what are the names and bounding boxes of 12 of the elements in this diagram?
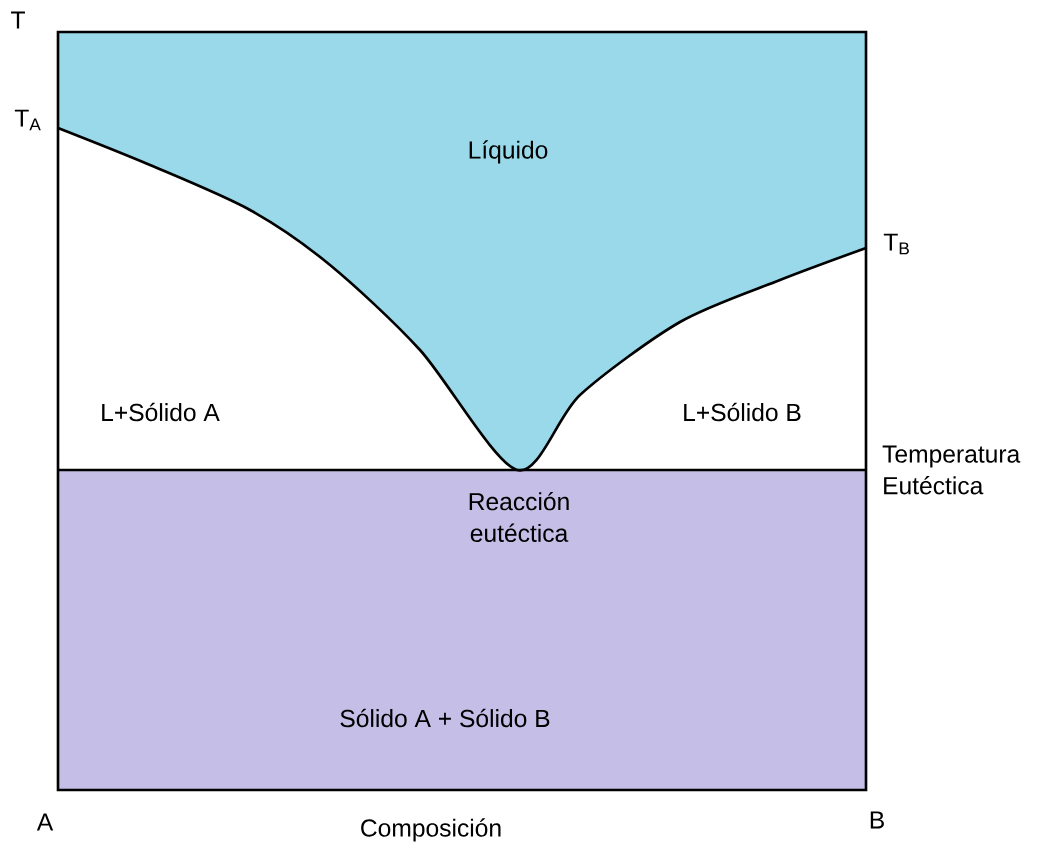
region-label: Sólido A + Sólido B <box>340 708 550 728</box>
region-label: Líquido <box>469 140 548 164</box>
axis-label: A <box>36 813 54 831</box>
axis-label: T$_{A}$ <box>14 109 41 131</box>
region-label: L+Sólido A <box>102 402 220 422</box>
region-label: Reacción eutéctica <box>469 492 569 542</box>
axis-label: T <box>11 11 25 29</box>
axis-label: Composición <box>361 818 501 842</box>
region-label: L+Sólido B <box>684 402 801 422</box>
line-label: Temperatura Eutéctica <box>882 445 1021 495</box>
axis-label: B <box>870 811 884 829</box>
axis-label: T$_{B}$ <box>883 233 909 255</box>
